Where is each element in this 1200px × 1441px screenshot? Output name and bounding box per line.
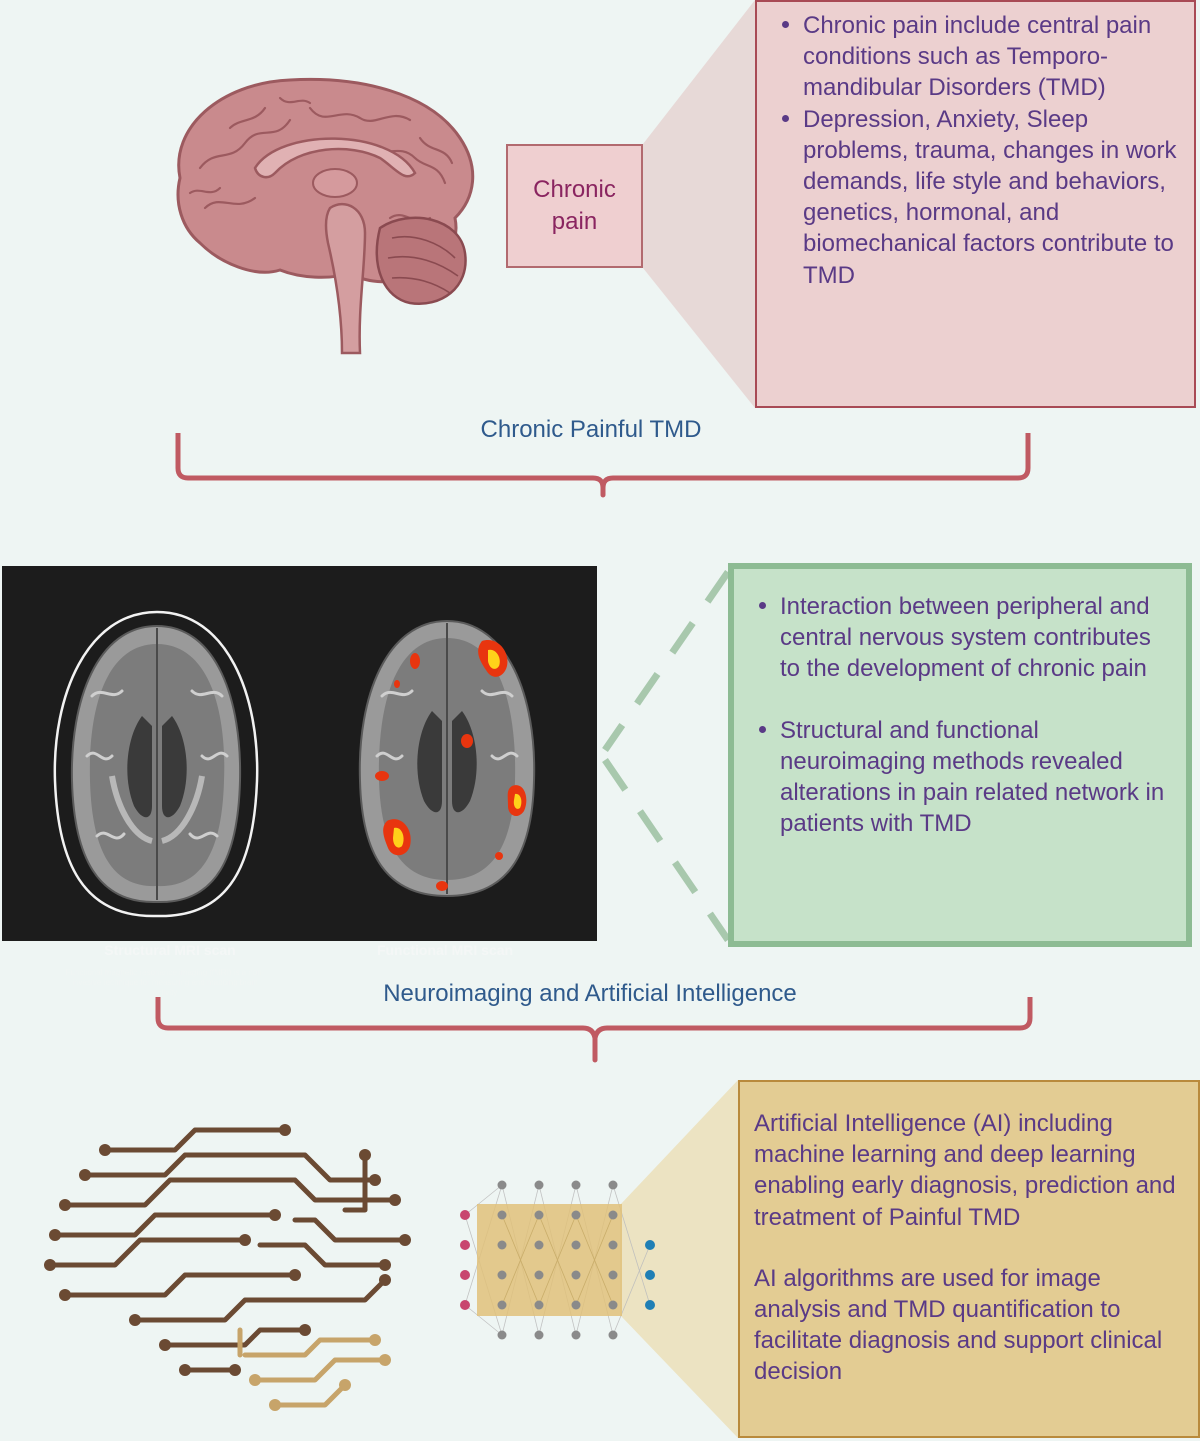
bullet-item: Interaction between peripheral and centr… — [756, 591, 1170, 685]
functional-mri-caption: Functional MRI scan — [376, 942, 514, 958]
ai-paragraph: Artificial Intelligence (AI) including m… — [754, 1110, 1176, 1231]
mri-caption-note: Functional magnetic resonance imaging (f… — [65, 968, 265, 997]
circuit-brain-illustration — [44, 1124, 411, 1411]
structural-mri-scan — [53, 610, 259, 918]
chronic-pain-bullets: Chronic pain include central pain condit… — [779, 10, 1180, 291]
neuroimaging-info-box: Interaction between peripheral and centr… — [728, 563, 1192, 947]
chronic-pain-info-box: Chronic pain include central pain condit… — [755, 0, 1196, 408]
callout-wedge-top — [643, 0, 755, 408]
chronic-pain-box: Chronic pain — [506, 144, 643, 268]
bullet-item: Chronic pain include central pain condit… — [779, 10, 1180, 104]
mri-scans-panel — [2, 566, 597, 941]
brace-middle — [155, 997, 1033, 1063]
mri-scans-image — [53, 610, 536, 918]
callout-wedge-bottom — [620, 1080, 738, 1438]
ai-info-box: Artificial Intelligence (AI) including m… — [738, 1080, 1200, 1438]
functional-mri-scan — [358, 619, 536, 898]
brace-top — [175, 433, 1031, 498]
ai-paragraph: AI algorithms are used for image analysi… — [754, 1264, 1163, 1386]
bullet-item: Structural and functional neuroimaging m… — [756, 715, 1170, 840]
callout-dashed-lines — [602, 570, 731, 942]
neuroimaging-bullets: Interaction between peripheral and centr… — [756, 591, 1170, 839]
activation-blobs — [375, 640, 527, 891]
neural-network-illustration — [460, 1180, 655, 1340]
brain-sagittal-illustration — [176, 77, 475, 355]
structural-mri-caption: Structural MRI scan — [104, 942, 236, 958]
section-label-neuroimaging-ai: Neuroimaging and Artificial Intelligence — [383, 980, 797, 1007]
chronic-pain-label: Chronic pain — [533, 176, 616, 235]
section-label-chronic-painful-tmd: Chronic Painful TMD — [480, 416, 702, 443]
bullet-item: Depression, Anxiety, Sleep problems, tra… — [779, 104, 1180, 291]
